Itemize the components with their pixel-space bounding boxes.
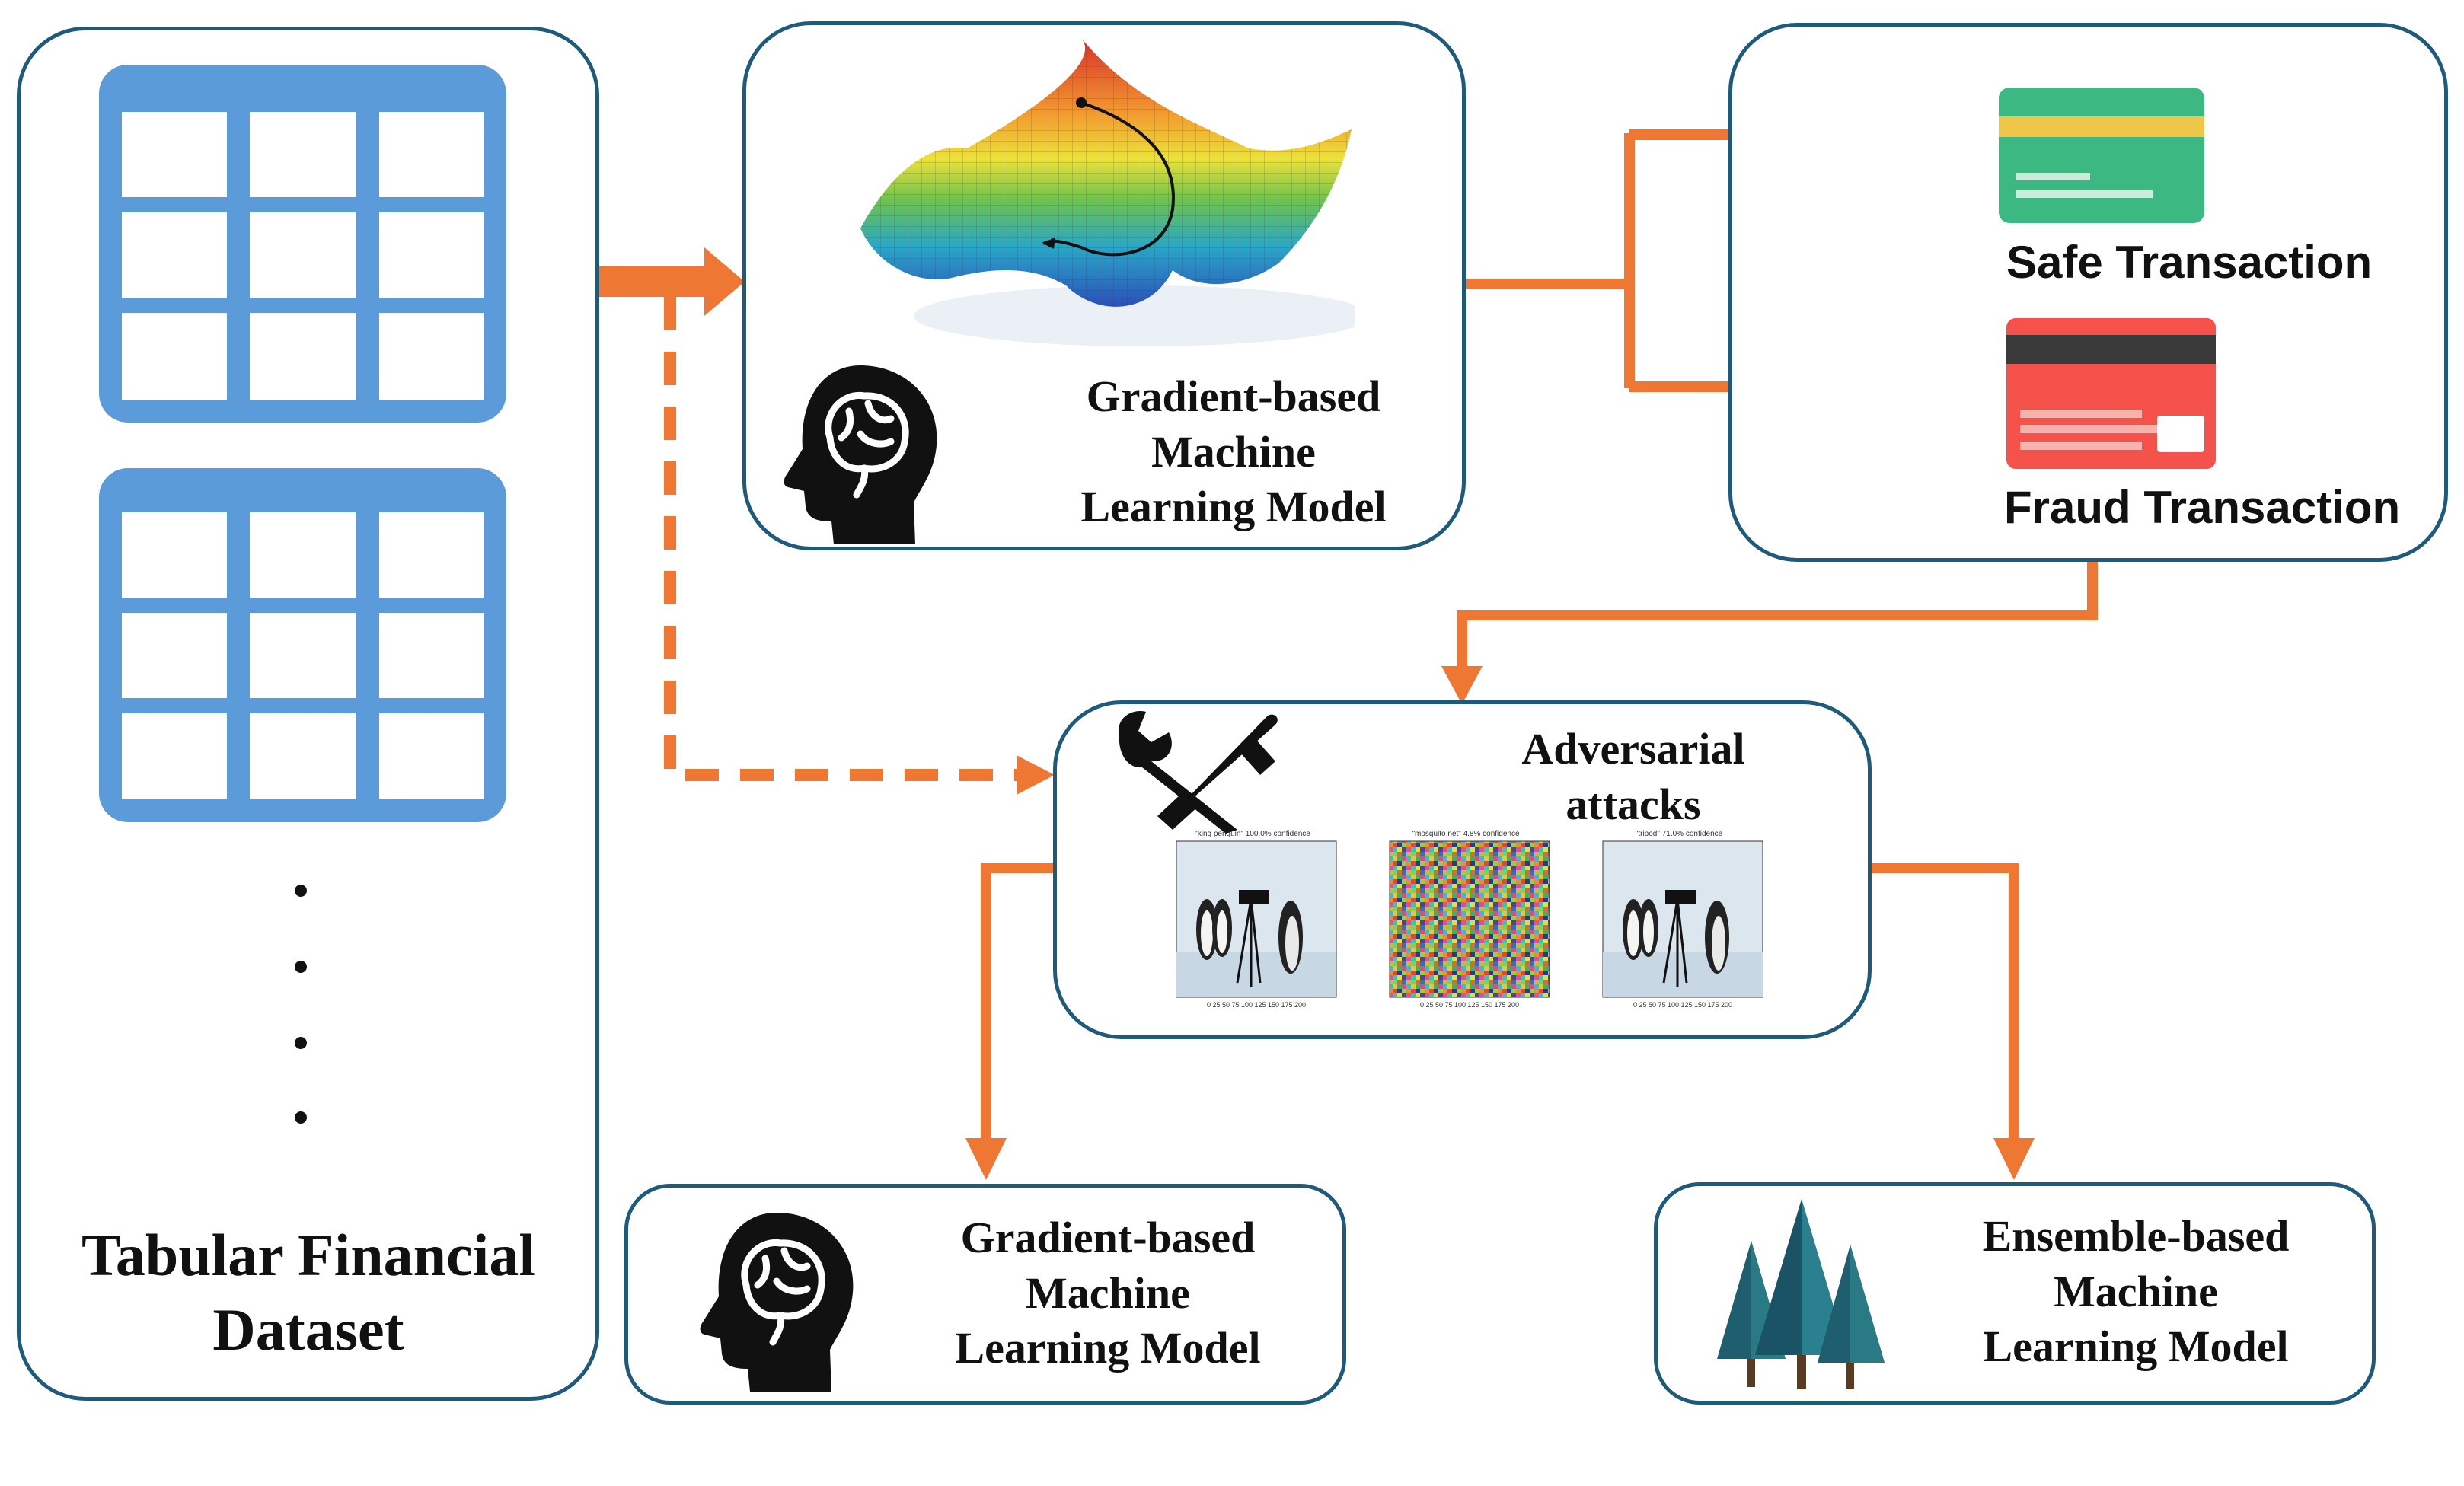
adversarial-to-gradient-model-arrow [965,863,1055,1180]
adversarial-panel-original: "king penguin" 100.0% confidence 0 25 50… [1161,830,1344,1012]
fraud-transaction-label: Fraud Transaction [2004,482,2401,533]
dataset-to-model-arrow [598,247,745,316]
fraud-card-icon [2006,318,2216,469]
dataset-title-line1: Tabular Financial [81,1222,536,1288]
brain-head-icon [784,365,937,544]
gradient-model-top-line3: Learning Model [1080,482,1387,531]
adversarial-panel-perturbed: "tripod" 71.0% confidence 0 25 50 75 100… [1588,830,1770,1012]
pine-tree-right [1818,1245,1885,1389]
tools-icon [1119,711,1278,834]
gradient-model-bottom-line1: Gradient-based [960,1213,1256,1262]
dataset-title: Tabular Financial Dataset [23,1218,594,1366]
adversarial-line1: Adversarial [1521,724,1745,773]
ensemble-model-label: Ensemble-based Machine Learning Model [1926,1209,2345,1375]
panel-caption: "king penguin" 100.0% confidence [1195,830,1310,838]
gradient-model-bottom-line2: Machine [1026,1268,1190,1318]
svg-text:0 25 50 75 100 125 150 175 200: 0 25 50 75 100 125 150 175 200 [1420,1001,1519,1009]
panel-caption: "tripod" 71.0% confidence [1635,830,1723,838]
safe-card-icon [1999,88,2204,223]
outcomes-to-adversarial-arrow [1441,560,2098,704]
vertical-ellipsis [295,885,307,1124]
penguin-photo: 0 25 50 75 100 125 150 175 200 [1176,840,1337,1009]
adversarial-label: Adversarial attacks [1447,722,1820,832]
adversarial-line2: attacks [1566,779,1701,829]
adversarial-to-ensemble-model-arrow [1869,863,2035,1180]
dataset-title-line2: Dataset [212,1296,404,1363]
pine-trees-icon [1717,1199,1885,1389]
loss-surface-image [860,38,1355,346]
ensemble-model-line2: Machine [2054,1266,2218,1316]
gradient-model-top-line2: Machine [1151,426,1316,477]
table-icon [99,468,506,822]
panel-caption: "mosquito net" 4.8% confidence [1412,830,1520,838]
noise-image: 0 25 50 75 100 125 150 175 200 [1389,840,1550,1009]
gradient-model-bottom-line3: Learning Model [955,1323,1261,1373]
table-icon [99,65,506,423]
gradient-model-top-line1: Gradient-based [1086,372,1381,421]
dataset-to-adversarial-dashed-arrow [664,297,1055,795]
svg-text:0 25 50 75 100 125 150 175 200: 0 25 50 75 100 125 150 175 200 [1207,1001,1306,1009]
ensemble-model-line1: Ensemble-based [1982,1211,2290,1261]
gradient-model-bottom-label: Gradient-based Machine Learning Model [906,1210,1310,1376]
perturbed-penguin-photo: 0 25 50 75 100 125 150 175 200 [1602,840,1763,1009]
safe-transaction-label: Safe Transaction [2006,237,2373,288]
gradient-model-top-label: Gradient-based Machine Learning Model [1032,369,1435,535]
adversarial-panel-noise: "mosquito net" 4.8% confidence [1374,830,1557,1012]
svg-text:0 25 50 75 100 125 150 175 200: 0 25 50 75 100 125 150 175 200 [1633,1001,1732,1009]
ensemble-model-line3: Learning Model [1983,1322,2289,1371]
brain-head-icon [700,1213,854,1392]
